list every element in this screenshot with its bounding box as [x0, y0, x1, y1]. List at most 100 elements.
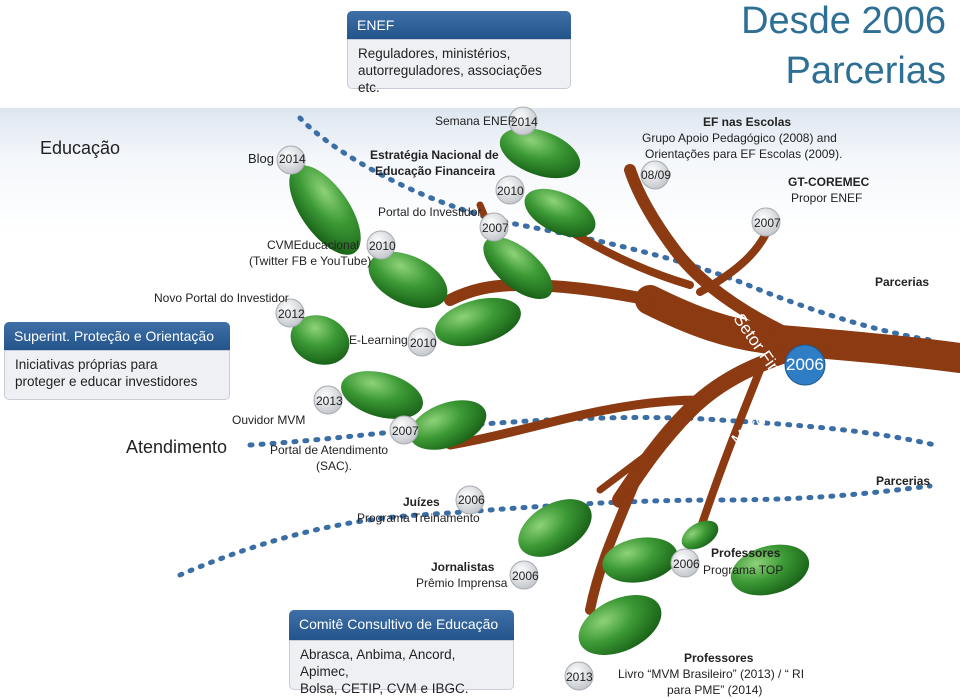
gt-coremec-line1: Propor ENEF	[791, 191, 863, 205]
badge-trunk	[784, 344, 826, 386]
leaf-ouvidor	[341, 371, 423, 419]
badge-professores-rio	[564, 661, 594, 691]
ouvidor-year: 2013	[316, 394, 343, 408]
professores-rio-year: 2013	[566, 670, 593, 684]
cvmeducacional-line1: CVMEducacional	[267, 238, 360, 252]
leaves	[289, 127, 810, 656]
ouvidor-label: Ouvidor MVM	[232, 413, 306, 427]
trunk	[635, 285, 960, 373]
superint-box-title: Superint. Proteção e Orientação	[4, 322, 230, 350]
comite-box-title: Comitê Consultivo de Educação	[289, 610, 514, 640]
jornalistas-title: Jornalistas	[431, 560, 495, 574]
gt-coremec-year: 2007	[754, 216, 781, 230]
badge-2010-a	[495, 175, 525, 205]
trunk-year: 2006	[786, 355, 824, 374]
enef-body-line2: autorreguladores, associações etc.	[358, 62, 542, 95]
badge-blog	[276, 145, 306, 175]
portal-atend-year: 2007	[392, 424, 419, 438]
novo-portal-label: Novo Portal do Investidor	[154, 291, 289, 305]
badge-2007-a	[479, 212, 509, 242]
leaf-blog-year: 2014	[279, 152, 306, 166]
ef-escolas-line2: Orientações para EF Escolas (2009).	[645, 147, 843, 161]
badge-jornalistas	[509, 560, 539, 590]
enef-box-body: Reguladores, ministérios, autorregulador…	[347, 39, 571, 95]
leaf-portal-investidor	[524, 188, 596, 238]
jornalistas-year: 2006	[512, 569, 539, 583]
juizes-year: 2006	[458, 493, 485, 507]
juizes-title: Juízes	[403, 495, 440, 509]
badge-professores-top	[670, 548, 700, 578]
comite-box-body: Abrasca, Anbima, Ancord, Apimec, Bolsa, …	[289, 640, 514, 696]
novo-portal-year: 2012	[278, 307, 305, 321]
badge-novo	[275, 298, 305, 328]
semana-enef-label: Semana ENEF	[435, 114, 516, 128]
comite-body-line2: Bolsa, CETIP, CVM e IBGC.	[300, 680, 469, 696]
leaf-small-right	[681, 520, 719, 550]
enef-box-title: ENEF	[347, 11, 571, 39]
professores-top-title: Professores	[711, 546, 781, 560]
portal-investidor-year1: 2010	[497, 184, 524, 198]
superint-body-line2: proteger e educar investidores	[15, 373, 198, 389]
superint-body-line1: Iniciativas próprias para	[15, 357, 158, 372]
leaf-semana-enef	[499, 127, 581, 179]
vine-top	[297, 115, 933, 343]
branch-merc-2	[445, 395, 705, 450]
leaf-portal-investidor-2	[483, 236, 553, 300]
badge-gt	[751, 207, 781, 237]
portal-investidor-label: Portal do Investidor	[378, 205, 482, 219]
badge-cvm	[366, 230, 396, 260]
header-title-line1: Desde 2006	[741, 0, 946, 42]
portal-atend-line1: Portal de Atendimento	[270, 443, 389, 457]
estrategia-line2: Educação Financeira	[375, 164, 496, 178]
year-badges	[275, 106, 826, 691]
badge-ef	[640, 160, 670, 190]
estrategia-line1: Estratégia Nacional de	[370, 148, 499, 162]
leaf-cvmeducacional	[368, 251, 448, 309]
professores-rio-title: Professores	[684, 651, 754, 665]
leaf-elearning	[435, 297, 521, 347]
badge-semana	[508, 106, 538, 136]
vine-middle	[247, 415, 938, 448]
branch-setor	[624, 164, 786, 336]
leaf-jornalistas	[602, 537, 678, 583]
leaf-blog	[289, 165, 361, 255]
cvmeducacional-year: 2010	[369, 239, 396, 253]
cvmeducacional-line2: (Twitter FB e YouTube)	[249, 254, 372, 268]
semana-enef-year: 2014	[511, 115, 538, 129]
section-atendimento: Atendimento	[126, 437, 228, 457]
elearning-year: 2010	[410, 336, 437, 350]
leaf-blog-label: Blog	[248, 151, 275, 166]
portal-investidor-year2: 2007	[482, 221, 509, 235]
enef-body-line1: Reguladores, ministérios,	[358, 46, 511, 61]
gt-coremec-title: GT-COREMEC	[788, 175, 870, 189]
professores-top-year: 2006	[673, 557, 700, 571]
badge-ouvidor	[313, 385, 343, 415]
branch-low	[585, 465, 645, 615]
badge-elearning	[407, 327, 437, 357]
jornalistas-line1: Prêmio Imprensa	[416, 576, 508, 590]
leaf-juizes	[518, 499, 592, 557]
juizes-line1: Programa Treinamento	[357, 511, 480, 525]
section-educacao: Educação	[40, 138, 121, 158]
branch-merc-3	[596, 441, 664, 494]
comite-body-line1: Abrasca, Anbima, Ancord, Apimec,	[300, 647, 456, 679]
professores-rio-line1: Livro “MVM Brasileiro” (2013) / “ RI	[618, 667, 805, 681]
leaf-professores-rio	[578, 594, 662, 656]
branch-low-2	[696, 366, 764, 534]
badge-juizes	[455, 485, 485, 515]
leaf-professores-top	[730, 544, 810, 596]
branch-setor-2	[696, 221, 774, 296]
header-title-line2: Parcerias	[785, 50, 947, 92]
leaf-novo-portal	[290, 315, 350, 365]
elearning-label: E-Learning	[349, 333, 408, 347]
ef-escolas-year: 08/09	[641, 168, 672, 182]
portal-atend-line2: (SAC).	[316, 459, 352, 473]
ef-escolas-line1: Grupo Apoio Pedagógico (2008) and	[642, 131, 837, 145]
badge-portal-atend	[389, 415, 419, 445]
superint-box-body: Iniciativas próprias para proteger e edu…	[4, 350, 230, 400]
parcerias-label-top: Parcerias	[875, 275, 930, 289]
professores-rio-line2: para PME” (2014)	[667, 683, 763, 697]
parcerias-label-bottom: Parcerias	[876, 474, 931, 488]
